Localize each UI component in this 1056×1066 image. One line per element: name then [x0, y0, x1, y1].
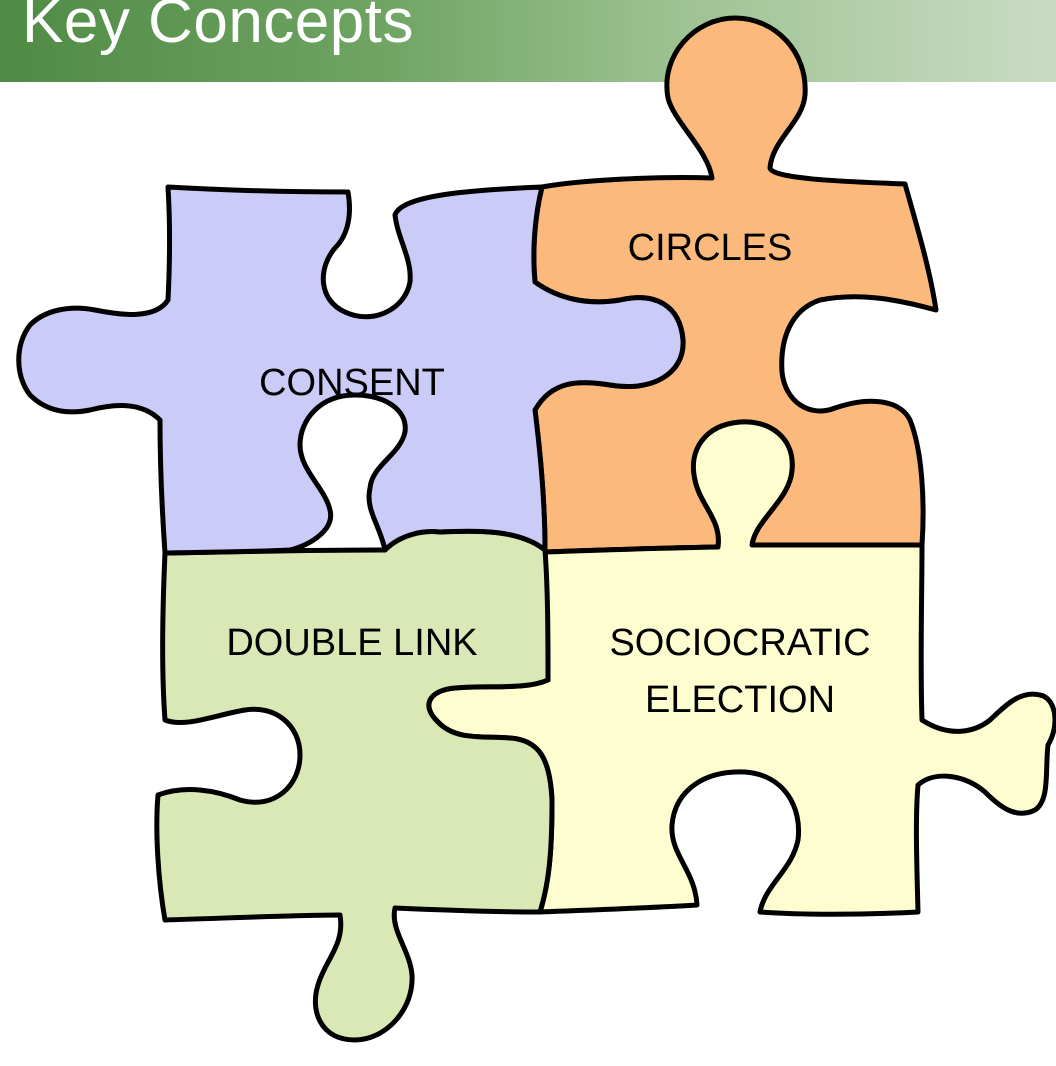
puzzle-piece-consent: [16, 184, 686, 556]
puzzle-piece-double-link: [154, 528, 555, 1043]
slide-title: Key Concepts: [22, 0, 414, 56]
label-consent: CONSENT: [259, 362, 445, 404]
label-election: ELECTION: [645, 679, 835, 721]
label-sociocratic: SOCIOCRATIC: [609, 622, 870, 664]
title-bar: Key Concepts: [0, 0, 1056, 82]
label-circles: CIRCLES: [628, 227, 793, 269]
label-double-link: DOUBLE LINK: [226, 622, 477, 664]
